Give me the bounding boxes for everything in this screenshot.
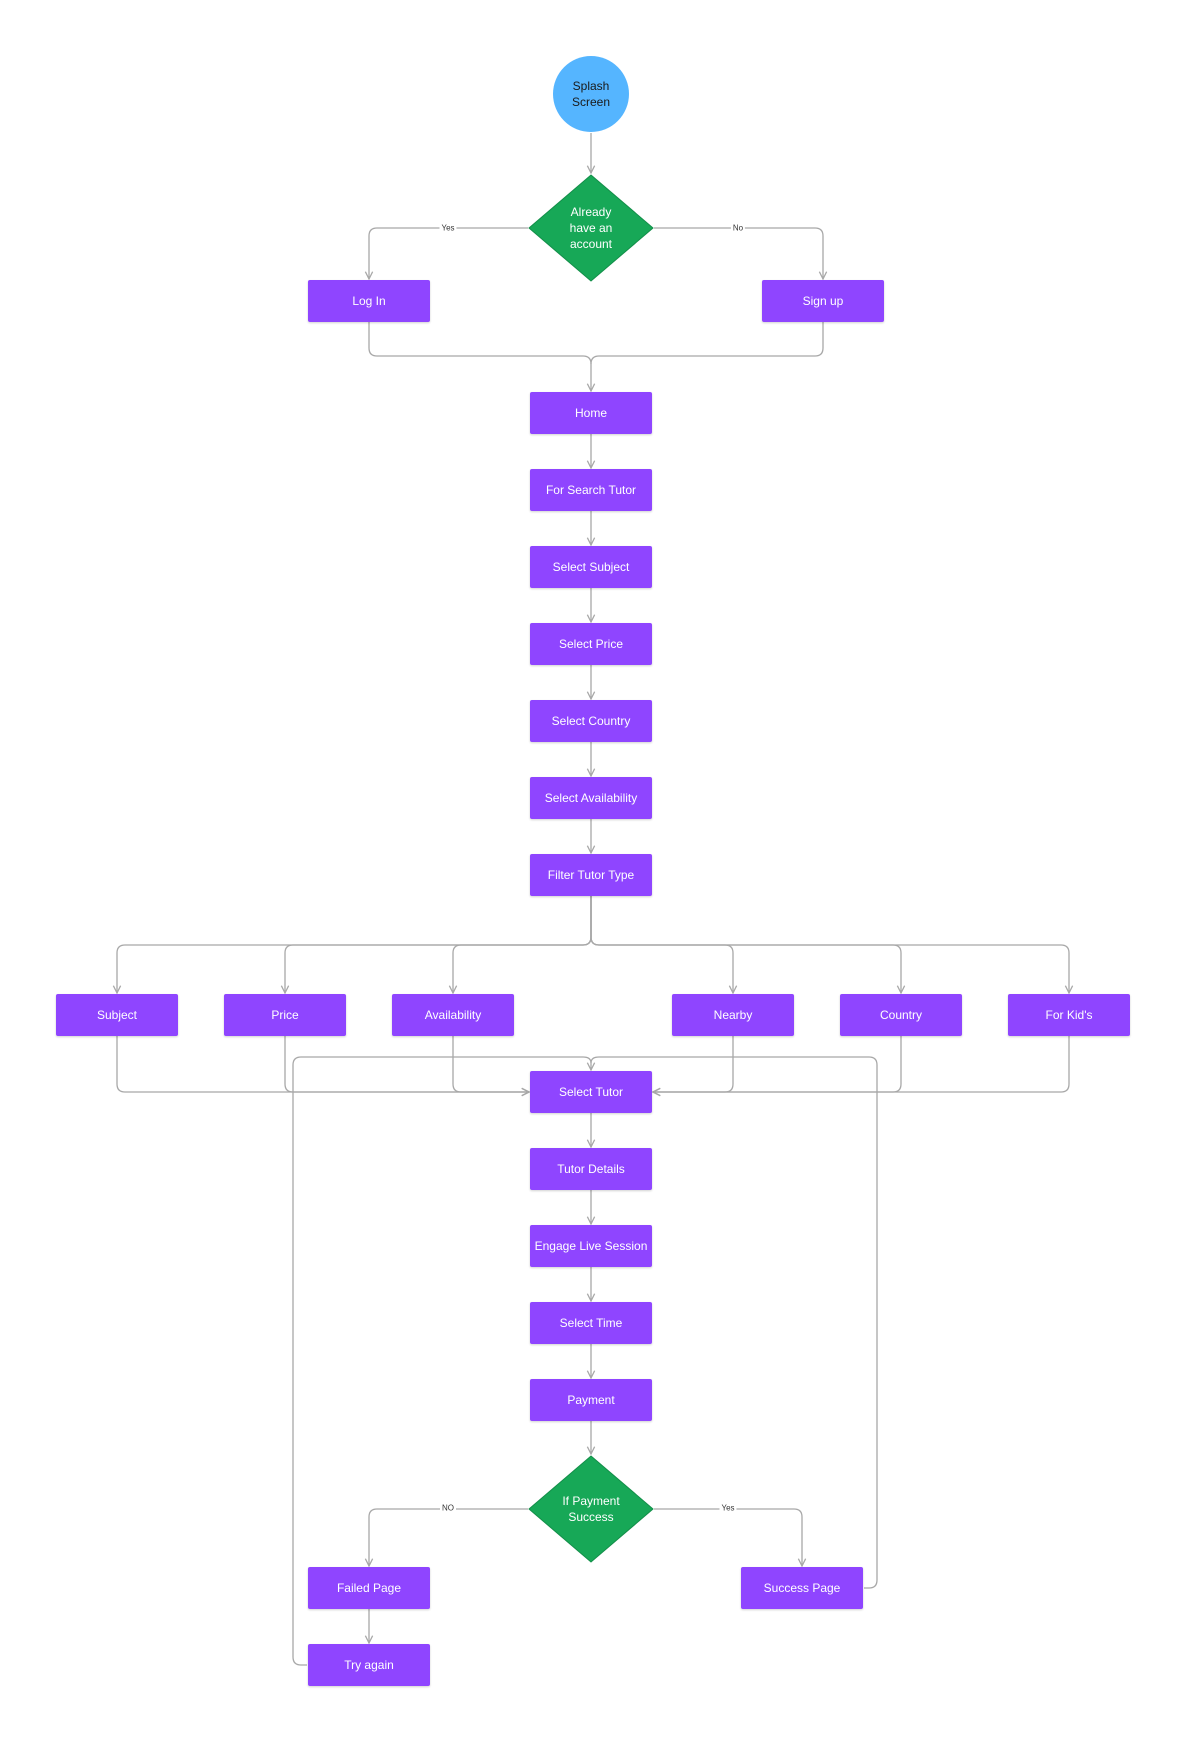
success-page-node: Success Page	[741, 1567, 863, 1609]
edge-label-payment-yes: Yes	[719, 1503, 737, 1513]
connector-line	[590, 896, 1069, 993]
splash-line-1: Splash	[572, 79, 610, 93]
connector-line	[369, 227, 528, 279]
filter-availability-node: Availability	[392, 994, 514, 1036]
login-node: Log In	[308, 280, 430, 322]
payment-node: Payment	[530, 1379, 652, 1421]
engage-live-session-node: Engage Live Session	[530, 1225, 652, 1267]
connector-line	[653, 1036, 734, 1092]
connector-line	[284, 1036, 529, 1092]
connector-line	[453, 896, 592, 993]
splash-line-2: Screen	[571, 95, 611, 109]
select-subject-node: Select Subject	[530, 546, 652, 588]
filter-nearby-node: Nearby	[672, 994, 794, 1036]
connector-line	[590, 322, 824, 365]
connector-line	[653, 1036, 1070, 1092]
connector-line	[653, 1036, 902, 1092]
tutor-details-node: Tutor Details	[530, 1148, 652, 1190]
search-tutor-node: For Search Tutor	[530, 469, 652, 511]
home-node: Home	[530, 392, 652, 434]
filter-subject-node: Subject	[56, 994, 178, 1036]
select-country-node: Select Country	[530, 700, 652, 742]
failed-page-node: Failed Page	[308, 1567, 430, 1609]
account-decision-diamond	[528, 174, 654, 282]
filter-for-kids-node: For Kid's	[1008, 994, 1130, 1036]
connector-line	[369, 1508, 528, 1566]
payment-decision-diamond	[528, 1455, 654, 1563]
select-time-node: Select Time	[530, 1302, 652, 1344]
splash-screen-node: Splash Screen	[553, 56, 629, 132]
signup-node: Sign up	[762, 280, 884, 322]
filter-tutor-type-node: Filter Tutor Type	[530, 854, 652, 896]
edge-label-payment-no: NO	[440, 1503, 456, 1513]
edge-label-account-yes: Yes	[439, 223, 457, 233]
select-availability-node: Select Availability	[530, 777, 652, 819]
connector-line	[116, 1036, 529, 1092]
select-tutor-node: Select Tutor	[530, 1071, 652, 1113]
filter-country-node: Country	[840, 994, 962, 1036]
connector-line	[452, 1036, 529, 1092]
edge-label-account-no: No	[730, 223, 746, 233]
connector-line	[654, 1508, 802, 1566]
filter-price-node: Price	[224, 994, 346, 1036]
connector-line	[368, 322, 591, 391]
connector-line	[590, 1056, 878, 1589]
connector-line	[654, 227, 823, 279]
select-price-node: Select Price	[530, 623, 652, 665]
connector-line	[292, 1056, 591, 1666]
try-again-node: Try again	[308, 1644, 430, 1686]
